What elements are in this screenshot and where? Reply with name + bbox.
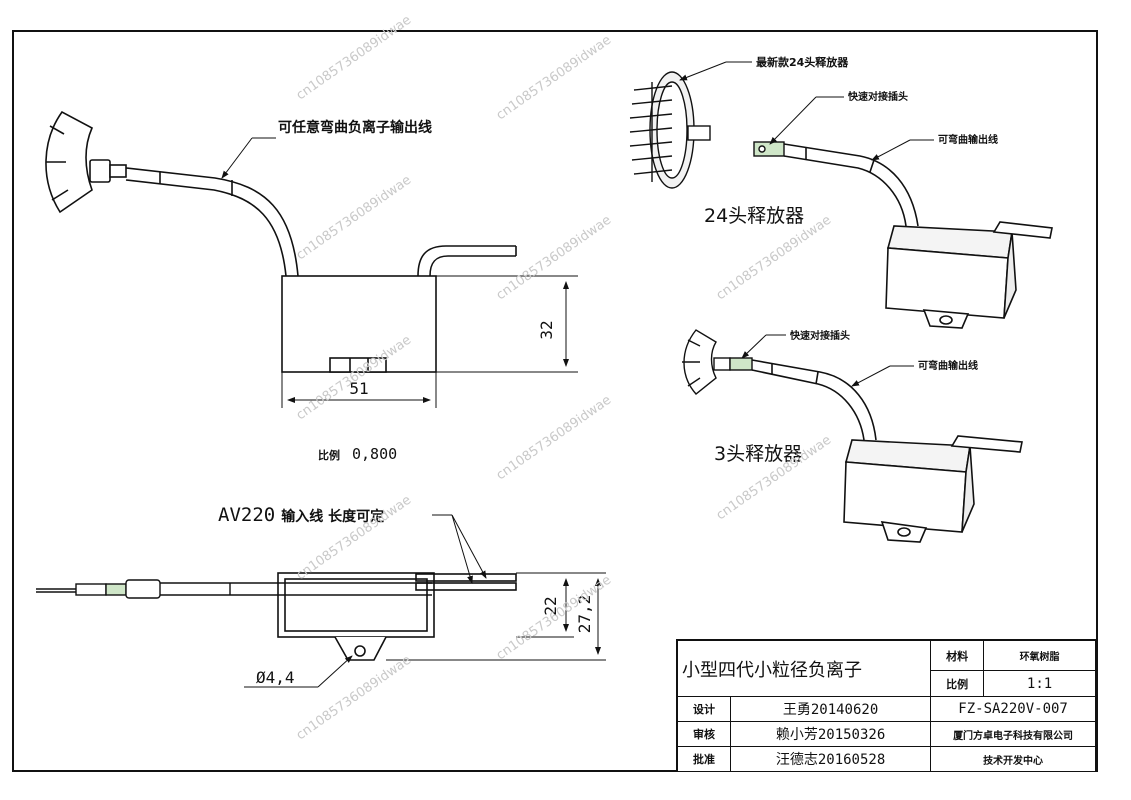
product-name: 小型四代小粒径负离子 <box>676 640 932 697</box>
review-value: 赖小芳20150326 <box>729 721 932 747</box>
flex-output-callout <box>221 137 276 179</box>
right-callout-lines <box>679 61 934 387</box>
quick-plug-24 <box>753 141 785 157</box>
input-label-prefix: AV220 <box>218 504 275 526</box>
emitter-3-head-left <box>45 110 127 214</box>
dimension-51 <box>281 372 437 408</box>
design-label: 设计 <box>677 696 731 722</box>
bend-wire-3 <box>751 359 877 441</box>
scale-label: 比例 <box>318 448 340 462</box>
emitter-24-head <box>629 71 711 189</box>
watermark: cn1085736089idwae <box>294 13 414 104</box>
bend-output-top-label: 可弯曲输出线 <box>938 133 998 146</box>
input-label: AV220 输入线 长度可定 <box>218 504 384 526</box>
module-side-view <box>277 572 517 661</box>
dimension-32 <box>436 275 578 373</box>
module-box-3 <box>843 435 1023 543</box>
department-name: 技术开发中心 <box>930 746 1096 772</box>
module-box-24 <box>885 221 1053 329</box>
title-block: 小型四代小粒径负离子 材料 环氧树脂 比例 1:1 设计 王勇20140620 … <box>676 639 1097 772</box>
dim-22-label: 22 <box>541 596 560 615</box>
tb-scale-label: 比例 <box>930 670 985 697</box>
side-dimensions <box>244 572 606 688</box>
approve-value: 汪德志20160528 <box>729 746 932 772</box>
watermark: cn1085736089idwae <box>294 653 414 744</box>
bend-wire-24 <box>783 143 919 227</box>
emitter-3-head-right <box>682 329 753 395</box>
approve-label: 批准 <box>677 746 731 772</box>
release-24-label: 24头释放器 <box>704 205 804 227</box>
watermark: cn1085736089idwae <box>494 573 614 664</box>
input-callout <box>432 514 487 584</box>
watermark: cn1085736089idwae <box>294 493 414 584</box>
input-wire <box>36 579 432 599</box>
watermark: cn1085736089idwae <box>494 33 614 124</box>
quick-plug-mid-label: 快速对接插头 <box>789 329 850 342</box>
design-value: 王勇20140620 <box>729 696 932 722</box>
drawing-border <box>12 30 1098 772</box>
dim-51-label: 51 <box>349 379 368 398</box>
newest-24-label: 最新款24头释放器 <box>756 55 849 69</box>
review-label: 审核 <box>677 721 731 747</box>
flex-output-wire-left <box>125 167 299 277</box>
scale-value: 0,800 <box>352 445 397 463</box>
watermark: cn1085736089idwae <box>494 393 614 484</box>
dim-32-label: 32 <box>537 320 556 339</box>
release-3-label: 3头释放器 <box>714 443 802 465</box>
tb-scale-value: 1:1 <box>983 670 1096 697</box>
bend-output-mid-label: 可弯曲输出线 <box>918 359 978 372</box>
material-value: 环氧树脂 <box>983 640 1096 671</box>
material-label: 材料 <box>930 640 985 671</box>
input-label-suffix: 输入线 长度可定 <box>281 508 384 525</box>
module-box-left <box>281 245 517 373</box>
quick-plug-top-label: 快速对接插头 <box>847 90 908 103</box>
flex-output-label: 可任意弯曲负离子输出线 <box>278 119 432 136</box>
part-number: FZ-SA220V-007 <box>930 696 1096 722</box>
watermark: cn1085736089idwae <box>294 173 414 264</box>
hole-dim-label: Ø4,4 <box>256 668 295 687</box>
company-name: 厦门方卓电子科技有限公司 <box>930 721 1096 747</box>
watermark: cn1085736089idwae <box>494 213 614 304</box>
dim-27-2-label: 27,2 <box>575 595 594 634</box>
